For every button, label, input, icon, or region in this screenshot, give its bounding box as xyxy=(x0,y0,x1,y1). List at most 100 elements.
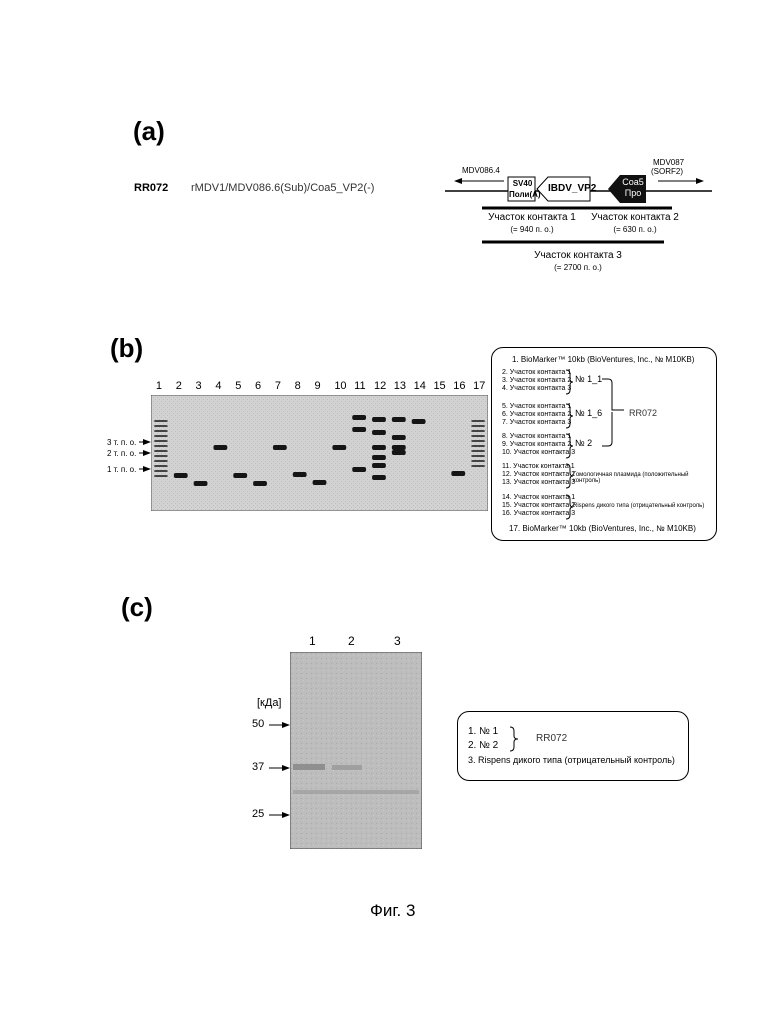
gel-c-legend: 1. № 1 2. № 2 RR072 3. Rispens дикого ти… xyxy=(457,711,689,781)
gel-band xyxy=(471,445,485,447)
gel-c-band-common xyxy=(293,790,419,794)
marker-c-25: 25 xyxy=(252,808,264,820)
panel-b-label: (b) xyxy=(110,333,143,364)
marker-c-37: 37 xyxy=(252,761,264,773)
gel-band xyxy=(372,445,386,450)
right-gene-label-1: MDV087 xyxy=(653,158,684,167)
gel-band xyxy=(194,481,208,486)
gel-band xyxy=(392,445,406,450)
figure-caption: Фиг. 3 xyxy=(370,901,415,921)
gel-c-image xyxy=(290,652,422,849)
gel-band xyxy=(412,419,426,424)
gel-band xyxy=(174,473,188,478)
lane-b-label: 9 xyxy=(315,380,321,392)
gel-band xyxy=(253,481,267,486)
gel-band xyxy=(273,445,287,450)
lane-b-label: 16 xyxy=(453,380,465,392)
lane-b-label: 11 xyxy=(354,380,365,392)
gel-b-legend: 1. BioMarker™ 10kb (BioVentures, Inc., №… xyxy=(491,347,717,541)
gel-band xyxy=(154,425,168,427)
lane-b-label: 8 xyxy=(295,380,301,392)
gel-b-image xyxy=(151,395,488,511)
lane-b-label: 7 xyxy=(275,380,281,392)
gel-band xyxy=(233,473,247,478)
gel-b-lane-labels: 1234567891011121314151617 xyxy=(150,380,490,394)
junction1-label: Участок контакта 1 xyxy=(482,212,582,224)
legend-c-line2: 2. № 2 xyxy=(468,739,498,753)
panel-c-label: (c) xyxy=(121,592,153,623)
lane-c-3: 3 xyxy=(394,634,401,648)
legend-b-braces xyxy=(492,348,716,540)
junction1-size: (= 940 п. о.) xyxy=(482,224,582,236)
construct-id: RR072 xyxy=(134,182,168,194)
gel-band xyxy=(154,470,168,472)
marker-2kb: 2 т. п. о. xyxy=(107,448,136,459)
sv40-label: SV40 Поли(A) xyxy=(509,178,536,200)
gel-band xyxy=(471,440,485,442)
gel-band xyxy=(332,445,346,450)
legend-c-line1: 1. № 1 xyxy=(468,725,498,739)
lane-b-label: 2 xyxy=(176,380,182,392)
gel-band xyxy=(154,475,168,477)
gel-band xyxy=(154,455,168,457)
gel-band xyxy=(154,450,168,452)
lane-c-1: 1 xyxy=(309,634,316,648)
gel-band xyxy=(154,465,168,467)
marker-c-50: 50 xyxy=(252,718,264,730)
gel-band xyxy=(352,427,366,432)
sv40-line2: Поли(A) xyxy=(509,189,536,200)
lane-b-label: 5 xyxy=(235,380,241,392)
gel-band xyxy=(392,417,406,422)
gel-band xyxy=(392,450,406,455)
gel-band xyxy=(213,445,227,450)
gel-band xyxy=(372,430,386,435)
gel-c-lane-labels: 1 2 3 xyxy=(290,634,422,650)
lane-b-label: 1 xyxy=(156,380,162,392)
gel-band xyxy=(471,420,485,422)
lane-b-label: 3 xyxy=(196,380,202,392)
lane-b-label: 4 xyxy=(215,380,221,392)
junction2-size: (= 630 п. о.) xyxy=(585,224,685,236)
gel-band xyxy=(471,430,485,432)
sv40-line1: SV40 xyxy=(509,178,536,189)
gel-b-markers: 3 т. п. о. 2 т. п. о. 1 т. п. о. xyxy=(107,437,136,475)
gel-band xyxy=(293,472,307,477)
gel-band xyxy=(154,440,168,442)
gel-band xyxy=(154,420,168,422)
gel-band xyxy=(471,465,485,467)
legend-c-construct: RR072 xyxy=(536,733,567,744)
junction1-caption: Участок контакта 1 (= 940 п. о.) xyxy=(482,212,582,236)
right-gene-label-2: (SORF2) xyxy=(651,167,683,176)
legend-c-samples: 1. № 1 2. № 2 xyxy=(468,725,498,753)
gel-band xyxy=(154,460,168,462)
gel-band xyxy=(471,455,485,457)
gel-band xyxy=(372,455,386,460)
junction3-label: Участок контакта 3 xyxy=(523,250,633,262)
gel-band xyxy=(154,445,168,447)
coa5-line1: Coa5 xyxy=(620,177,646,188)
gel-band xyxy=(154,430,168,432)
gel-c-band-lane1 xyxy=(293,764,325,770)
gel-band xyxy=(154,435,168,437)
coa5-label: Coa5 Про xyxy=(620,177,646,199)
gel-c-band-lane2 xyxy=(332,765,362,770)
gel-band xyxy=(372,463,386,468)
gel-band xyxy=(471,450,485,452)
gel-band xyxy=(313,480,327,485)
coa5-line2: Про xyxy=(620,188,646,199)
panel-a-label: (a) xyxy=(133,116,165,147)
lane-b-label: 15 xyxy=(433,380,445,392)
junction2-caption: Участок контакта 2 (= 630 п. о.) xyxy=(585,212,685,236)
gel-band xyxy=(372,475,386,480)
construct-name: rMDV1/MDV086.6(Sub)/Coa5_VP2(-) xyxy=(191,182,374,194)
gel-c-unit: [кДа] xyxy=(257,697,282,709)
legend-c-brace xyxy=(508,726,524,756)
lane-b-label: 6 xyxy=(255,380,261,392)
gel-band xyxy=(392,435,406,440)
gel-band xyxy=(372,417,386,422)
lane-b-label: 17 xyxy=(473,380,485,392)
gel-band xyxy=(451,471,465,476)
lane-b-label: 13 xyxy=(394,380,406,392)
lane-b-label: 12 xyxy=(374,380,386,392)
lane-b-label: 10 xyxy=(334,380,346,392)
